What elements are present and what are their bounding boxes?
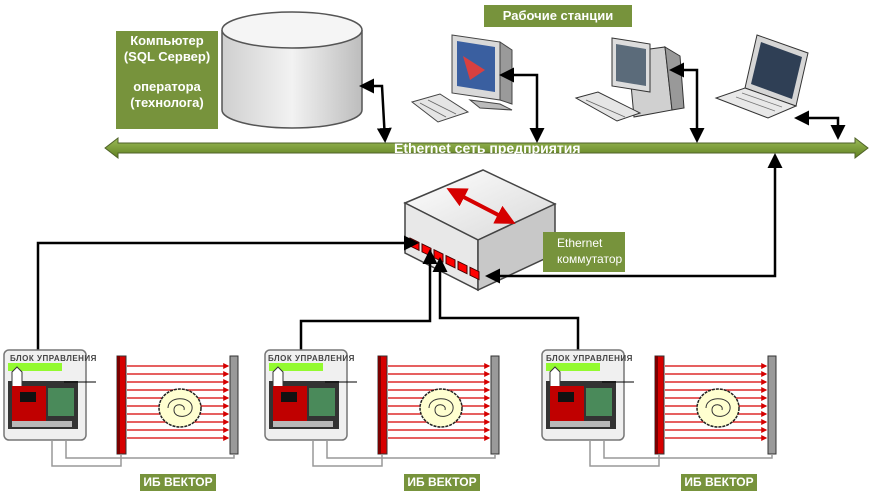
- database-cylinder-icon: [221, 11, 363, 129]
- product-egg-icon: [158, 388, 202, 428]
- workstations-label: Рабочие станции: [484, 5, 632, 27]
- laptop-icon: [714, 34, 809, 119]
- product-egg-icon: [696, 388, 740, 428]
- emitter-bar-icon: [116, 355, 127, 455]
- receiver-bar-icon: [767, 355, 777, 455]
- control-unit-board-icon: [541, 349, 634, 441]
- server-label-line1: Компьютер: [130, 33, 204, 48]
- emitter-bar-icon: [377, 355, 388, 455]
- control-unit-title-3: БЛОК УПРАВЛЕНИЯ: [546, 354, 633, 363]
- ethernet-switch-icon: [403, 169, 557, 292]
- product-egg-icon: [419, 388, 463, 428]
- desktop-pc-icon: [574, 37, 685, 122]
- receiver-bar-icon: [490, 355, 500, 455]
- server-label-line3: оператора: [133, 79, 201, 94]
- control-unit-title-1: БЛОК УПРАВЛЕНИЯ: [10, 354, 97, 363]
- server-label: Компьютер (SQL Сервер) оператора (технол…: [116, 31, 218, 129]
- inspection-unit-1: [3, 349, 239, 467]
- sensor-wires: [312, 440, 496, 467]
- light-beams: [388, 363, 491, 441]
- control-unit-board-icon: [3, 349, 96, 441]
- emitter-bar-icon: [654, 355, 665, 455]
- server-label-line2: (SQL Сервер): [123, 49, 211, 64]
- inspection-unit-2: [264, 349, 500, 467]
- ib-vector-label-1: ИБ ВЕКТОР: [140, 474, 216, 491]
- ib-vector-label-2: ИБ ВЕКТОР: [404, 474, 480, 491]
- sensor-wires: [51, 440, 235, 467]
- switch-label: Ethernet коммутатор: [543, 232, 625, 272]
- switch-label-line2: коммутатор: [557, 252, 623, 266]
- inspection-unit-3: [541, 349, 777, 467]
- sensor-wires: [589, 440, 773, 467]
- control-unit-board-icon: [264, 349, 357, 441]
- server-label-line4: (технолога): [130, 95, 204, 110]
- ethernet-network-label: Ethernet сеть предприятия: [394, 140, 581, 156]
- switch-label-line1: Ethernet: [557, 236, 603, 250]
- control-unit-title-2: БЛОК УПРАВЛЕНИЯ: [268, 354, 355, 363]
- ib-vector-label-3: ИБ ВЕКТОР: [681, 474, 757, 491]
- receiver-bar-icon: [229, 355, 239, 455]
- crt-workstation-icon: [410, 34, 513, 123]
